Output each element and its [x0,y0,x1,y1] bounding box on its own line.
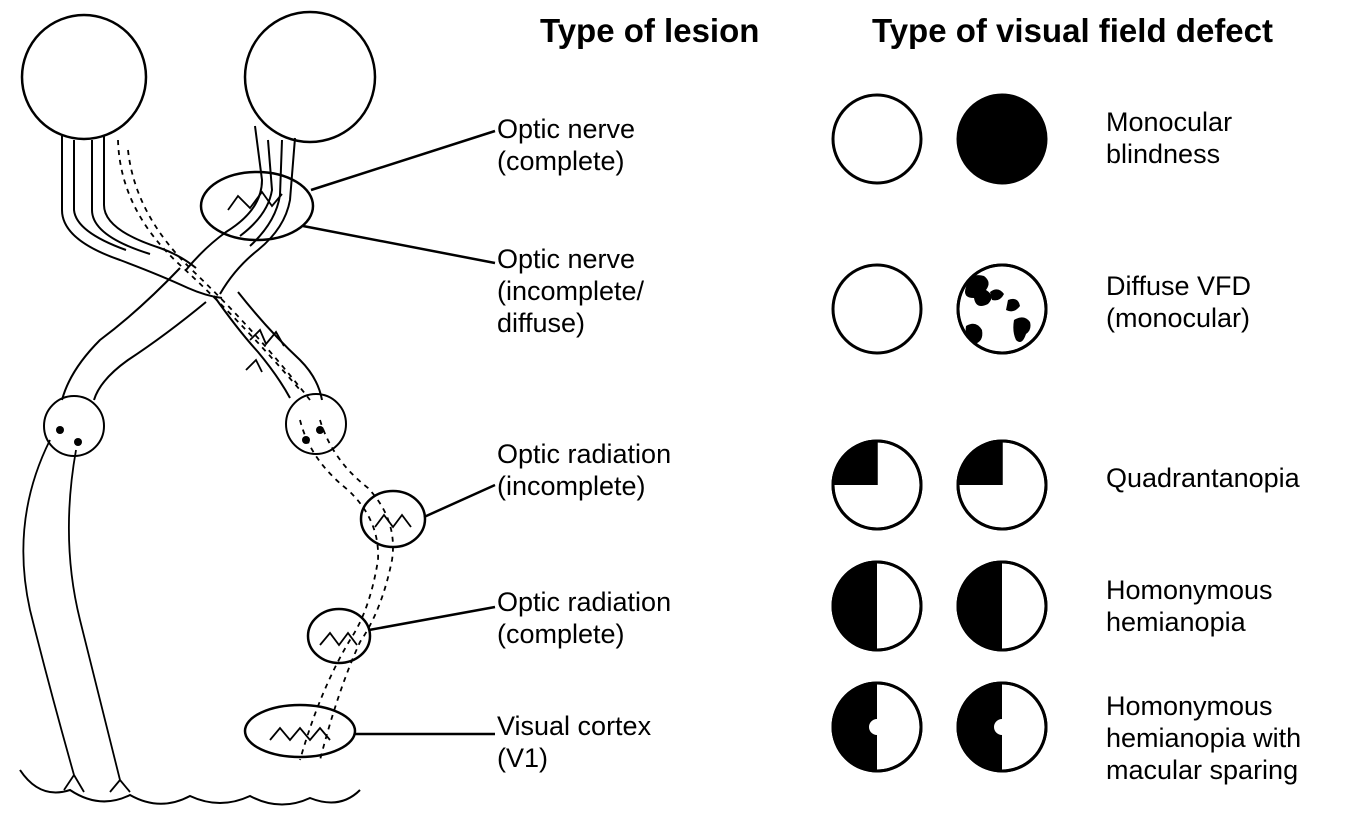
defect-label-monocular-blindness: Monocular blindness [1106,106,1232,170]
label-line: (V1) [497,742,651,774]
label-line: Visual cortex [497,710,651,742]
label-line: Optic radiation [497,586,671,618]
label-line: macular sparing [1106,754,1301,786]
label-line: hemianopia with [1106,722,1301,754]
visual-cortex-outline [20,770,360,805]
header-type-of-visual-field-defect: Type of visual field defect [872,12,1273,50]
field-right-blind [958,95,1046,183]
label-line: Homonymous [1106,690,1301,722]
left-optic-nerve [62,136,222,298]
lesion-ellipse-optic-nerve [201,172,313,240]
defect-label-diffuse-vfd: Diffuse VFD (monocular) [1106,270,1251,334]
lesion-label-optic-nerve-incomplete: Optic nerve (incomplete/ diffuse) [497,243,644,339]
label-line: Optic nerve [497,113,635,145]
label-line: Monocular [1106,106,1232,138]
lesion-label-optic-radiation-complete: Optic radiation (complete) [497,586,671,650]
label-line: Quadrantanopia [1106,462,1300,494]
label-line: diffuse) [497,307,644,339]
left-eye [22,15,146,139]
label-line: blindness [1106,138,1232,170]
left-optic-tract [62,268,206,400]
label-line: (incomplete) [497,470,671,502]
label-line: (monocular) [1106,302,1251,334]
lesion-ellipse-radiation-complete [308,609,370,663]
label-line: (incomplete/ [497,275,644,307]
right-lgn [286,394,346,454]
label-line: Optic nerve [497,243,644,275]
label-line: (complete) [497,145,635,177]
field-left-normal-2 [833,265,921,353]
defect-label-macular-sparing: Homonymous hemianopia with macular spari… [1106,690,1301,786]
header-type-of-lesion: Type of lesion [540,12,759,50]
label-line: Optic radiation [497,438,671,470]
label-line: (complete) [497,618,671,650]
field-left-normal-1 [833,95,921,183]
label-line: hemianopia [1106,606,1273,638]
lesion-label-optic-nerve-complete: Optic nerve (complete) [497,113,635,177]
left-lgn [44,396,104,456]
right-eye [245,12,375,142]
defect-label-quadrantanopia: Quadrantanopia [1106,462,1300,494]
lesion-ellipse-visual-cortex [245,705,355,757]
label-line: Diffuse VFD [1106,270,1251,302]
defect-label-homonymous-hemianopia: Homonymous hemianopia [1106,574,1273,638]
label-line: Homonymous [1106,574,1273,606]
lesion-label-optic-radiation-incomplete: Optic radiation (incomplete) [497,438,671,502]
lesion-label-visual-cortex: Visual cortex (V1) [497,710,651,774]
